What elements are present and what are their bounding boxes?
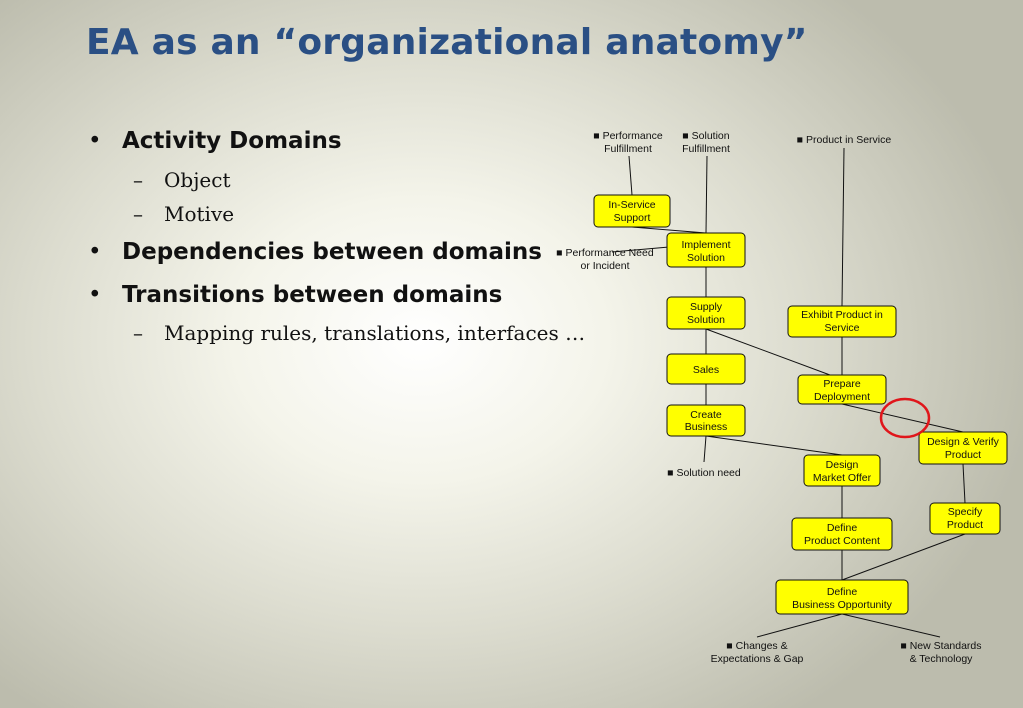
bullet-marker: • (88, 128, 102, 154)
edge-solution-need (703, 435, 707, 463)
slide-title: EA as an “organizational anatomy” (86, 22, 808, 63)
bullet-text: Dependencies between domains (122, 239, 542, 265)
edge-create-market-offer (705, 435, 843, 456)
bullet-transitions: • Transitions between domains (88, 282, 502, 308)
edge-in-service-implement (631, 226, 707, 234)
dash-marker: – (133, 168, 143, 192)
bullet-text: Transitions between domains (122, 282, 503, 308)
ext-label-solution-need: ■ Solution need (667, 467, 741, 479)
edge-specify-opportunity (841, 533, 966, 581)
edge-perf-need (611, 246, 670, 253)
diagram-edges (611, 147, 966, 638)
sub-bullet-object: –Object (133, 168, 230, 192)
dash-marker: – (133, 202, 143, 226)
sub-bullet-text: Mapping rules, translations, interfaces … (164, 321, 586, 345)
transition-highlight-circle (879, 397, 931, 439)
sub-bullet-text: Object (164, 168, 231, 192)
edge-design-verify-specify (962, 463, 966, 504)
svg-text:Sales: Sales (693, 364, 719, 376)
bullet-activity-domains: • Activity Domains (88, 128, 342, 154)
ext-label-changes: ■ Changes &Expectations & Gap (711, 640, 804, 665)
node-sales: Sales (666, 353, 746, 385)
bullet-marker: • (88, 239, 102, 265)
bullet-text: Activity Domains (122, 128, 342, 154)
bullet-marker: • (88, 282, 102, 308)
edge-product-in-service (841, 147, 845, 307)
edge-opportunity-changes (756, 613, 843, 638)
ext-label-product-in-service: ■ Product in Service (797, 134, 892, 146)
edge-solution-fulfillment (705, 155, 708, 234)
edge-supply-prepare (705, 328, 831, 376)
edge-prepare-design-verify (841, 403, 964, 433)
ext-label-new-standards: ■ New Standards& Technology (900, 640, 981, 665)
dash-marker: – (133, 321, 143, 345)
edge-perf-fulfillment (628, 155, 633, 196)
edge-opportunity-new-standards (841, 613, 941, 638)
sub-bullet-mapping: –Mapping rules, translations, interfaces… (133, 321, 585, 345)
sub-bullet-text: Motive (164, 202, 235, 226)
bullet-dependencies: • Dependencies between domains (88, 239, 542, 265)
sub-bullet-motive: –Motive (133, 202, 234, 226)
